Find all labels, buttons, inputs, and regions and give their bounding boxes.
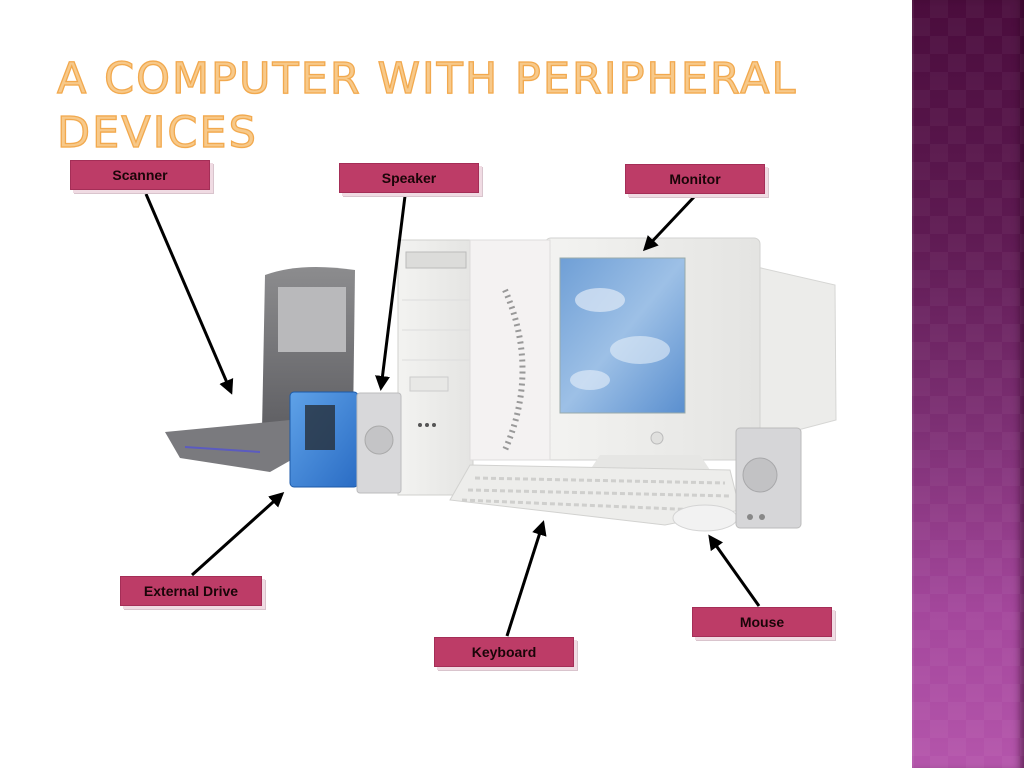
left-speaker-icon: [356, 392, 402, 494]
scanner-icon: [165, 266, 355, 472]
right-speaker-icon: [735, 427, 802, 529]
monitor-label: Monitor: [625, 164, 765, 194]
slide-title: A Computer with Peripheral Devices: [56, 53, 798, 158]
external-drive-label: External Drive: [120, 576, 262, 606]
speaker-label: Speaker: [339, 163, 479, 193]
mouse-icon: [672, 504, 738, 532]
monitor-icon: [544, 237, 837, 470]
scanner-arrow: [144, 193, 234, 395]
mouse-label: Mouse: [692, 607, 832, 637]
mouse-arrow: [708, 534, 761, 607]
keyboard-icon: [449, 464, 741, 526]
external-drive-icon: [289, 391, 359, 488]
speaker-arrow: [375, 195, 407, 391]
monitor-arrow: [642, 195, 696, 252]
keyboard-label: Keyboard: [434, 637, 574, 667]
decorative-sidebar: [912, 0, 1024, 768]
scanner-label: Scanner: [70, 160, 210, 190]
keyboard-arrow: [505, 520, 547, 637]
tower-icon: [397, 239, 551, 496]
external-drive-arrow: [190, 491, 285, 577]
